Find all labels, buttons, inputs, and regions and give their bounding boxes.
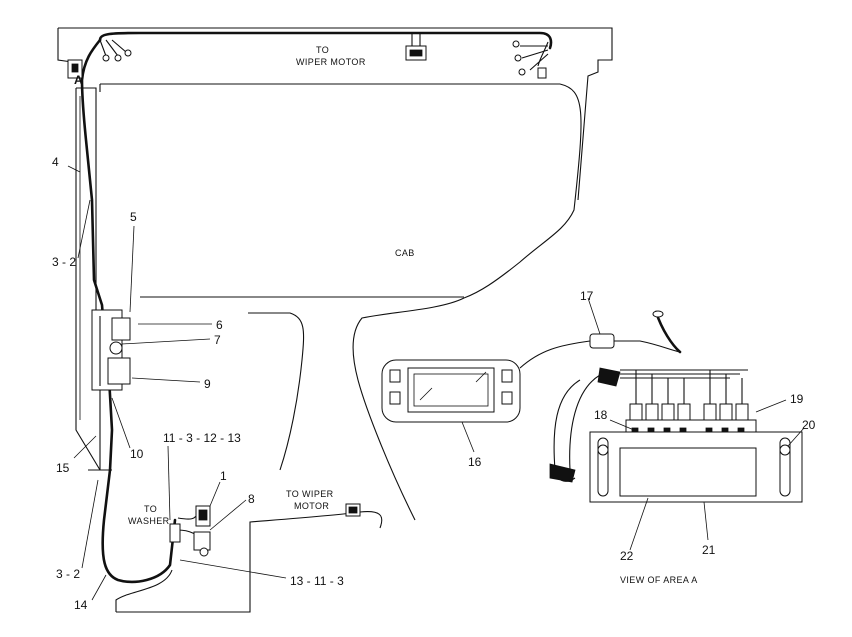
diagram-notes: TO WIPER MOTOR CAB TO WASHER TO WIPER MO… bbox=[74, 45, 698, 585]
callout-22: 22 bbox=[620, 549, 634, 563]
area-marker: A bbox=[74, 73, 83, 87]
callout-1: 1 bbox=[220, 469, 227, 483]
note-to-wiper-motor-top-2: WIPER MOTOR bbox=[296, 57, 366, 67]
callout-17: 17 bbox=[580, 289, 594, 303]
callout-labels: 4 3 - 2 5 6 7 9 10 15 11 - 3 - 12 - 13 1… bbox=[52, 155, 816, 612]
callout-11-3-12-13: 11 - 3 - 12 - 13 bbox=[163, 431, 241, 445]
callout-9: 9 bbox=[204, 377, 211, 391]
area-a-detail bbox=[549, 310, 803, 503]
note-to-wiper-motor-low-2: MOTOR bbox=[294, 501, 329, 511]
view-of-area-caption: VIEW OF AREA A bbox=[620, 575, 698, 585]
callout-3-2-lower: 3 - 2 bbox=[56, 567, 80, 581]
note-to-washer-2: WASHER bbox=[128, 516, 170, 526]
callout-16: 16 bbox=[468, 455, 482, 469]
callout-7: 7 bbox=[214, 333, 221, 347]
callout-13-11-3: 13 - 11 - 3 bbox=[290, 574, 344, 588]
lower-connectors bbox=[169, 503, 361, 557]
note-to-wiper-motor-top-1: TO bbox=[316, 45, 329, 55]
leader-lines bbox=[67, 165, 805, 601]
callout-18: 18 bbox=[594, 408, 608, 422]
callout-19: 19 bbox=[790, 392, 804, 406]
callout-5: 5 bbox=[130, 210, 137, 224]
top-connectors bbox=[67, 34, 549, 79]
callout-21: 21 bbox=[702, 543, 716, 557]
switch-panel-16 bbox=[381, 340, 591, 423]
callout-20: 20 bbox=[802, 418, 816, 432]
callout-8: 8 bbox=[248, 492, 255, 506]
callout-15: 15 bbox=[56, 461, 70, 475]
pillar-components bbox=[91, 309, 131, 391]
note-cab: CAB bbox=[395, 248, 415, 258]
note-to-wiper-motor-low-1: TO WIPER bbox=[286, 489, 334, 499]
callout-10: 10 bbox=[130, 447, 144, 461]
callout-3-2-upper: 3 - 2 bbox=[52, 255, 76, 269]
callout-14: 14 bbox=[74, 598, 88, 612]
callout-4: 4 bbox=[52, 155, 59, 169]
callout-6: 6 bbox=[216, 318, 223, 332]
note-to-washer-1: TO bbox=[144, 504, 157, 514]
